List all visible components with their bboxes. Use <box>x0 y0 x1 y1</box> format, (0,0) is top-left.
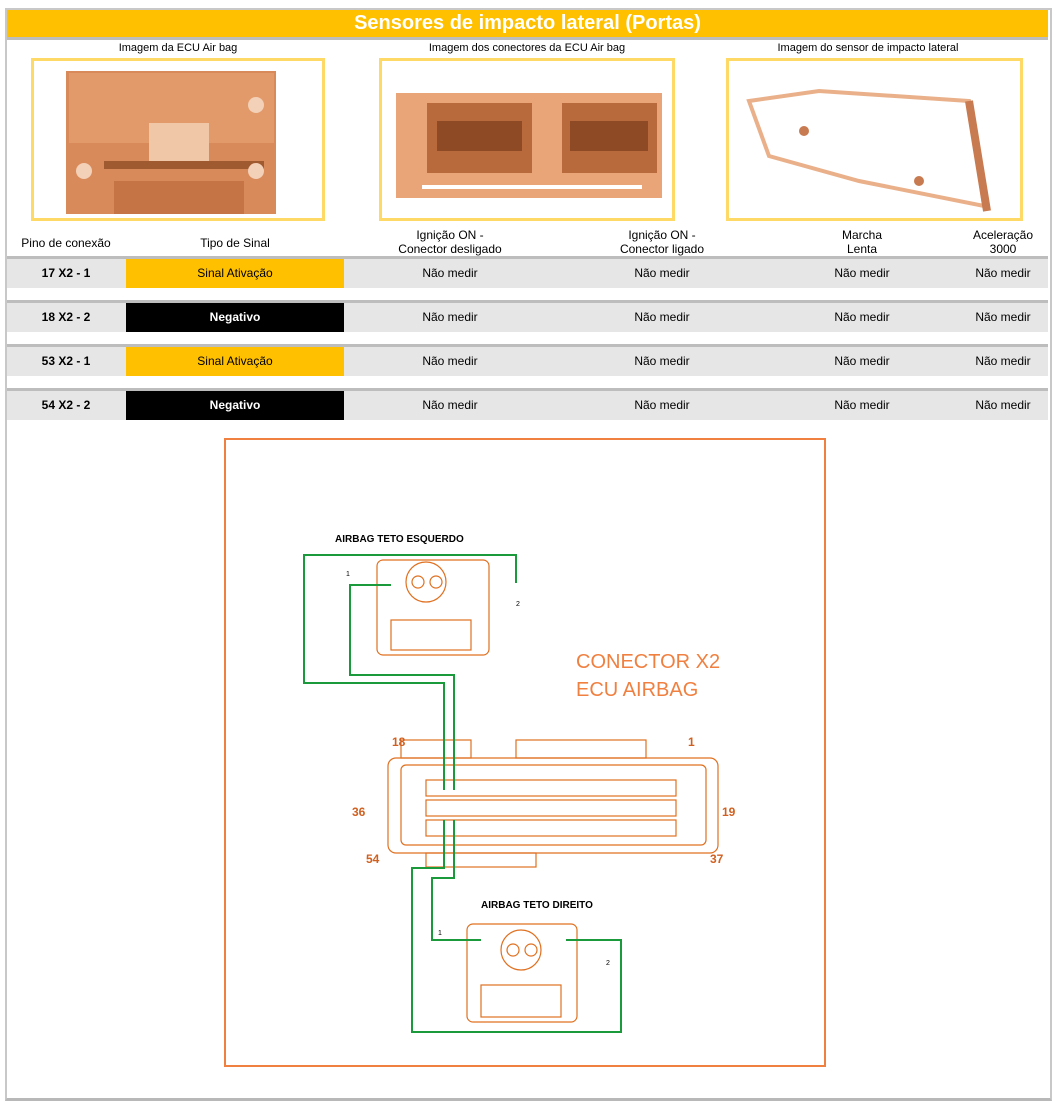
header-signal: Tipo de Sinal <box>200 236 270 250</box>
value-cell: Não medir <box>634 310 690 324</box>
pin-label: 36 <box>352 805 366 819</box>
image-caption-sensor: Imagem do sensor de impacto lateral <box>777 42 959 54</box>
connector-title: CONECTOR X2 <box>576 651 720 673</box>
image-caption-ecu: Imagem da ECU Air bag <box>118 42 238 54</box>
value-cell: Não medir <box>834 398 890 412</box>
value-cell: Não medir <box>834 310 890 324</box>
connectors-image <box>379 58 675 221</box>
left-sensor-label: AIRBAG TETO ESQUERDO <box>335 534 464 545</box>
value-cell: Não medir <box>634 266 690 280</box>
right-sensor-connector <box>466 923 578 1023</box>
header-ign-on: Ignição ON - Conector ligado <box>619 228 705 256</box>
value-cell: Não medir <box>422 310 478 324</box>
value-cell: Não medir <box>422 354 478 368</box>
wiring-diagram: AIRBAG TETO ESQUERDO 1 2 CONECTOR X2 ECU… <box>224 438 826 1067</box>
wires <box>303 554 622 1033</box>
table-row: 54 X2 - 2 Negativo Não medir Não medir N… <box>7 388 1048 420</box>
signal-badge: Negativo <box>126 391 344 420</box>
pin-label: 19 <box>722 805 736 819</box>
pin-label: 18 <box>392 735 406 749</box>
image-caption-connectors: Imagem dos conectores da ECU Air bag <box>428 42 626 54</box>
value-cell: Não medir <box>975 310 1031 324</box>
pin-cell: 54 X2 - 2 <box>41 398 91 412</box>
table-row: 18 X2 - 2 Negativo Não medir Não medir N… <box>7 300 1048 332</box>
signal-badge: Sinal Ativação <box>126 259 344 288</box>
value-cell: Não medir <box>975 398 1031 412</box>
signal-badge: Negativo <box>126 303 344 332</box>
value-cell: Não medir <box>975 354 1031 368</box>
table-row: 53 X2 - 1 Sinal Ativação Não medir Não m… <box>7 344 1048 376</box>
right-sensor-label: AIRBAG TETO DIREITO <box>481 900 593 911</box>
pin-cell: 17 X2 - 1 <box>41 266 91 280</box>
value-cell: Não medir <box>422 266 478 280</box>
value-cell: Não medir <box>834 354 890 368</box>
signal-badge: Sinal Ativação <box>126 347 344 376</box>
pin-label: 37 <box>710 852 724 866</box>
pin-label: 2 <box>606 960 610 967</box>
sensor-image <box>726 58 1023 221</box>
page-frame <box>5 8 1052 1101</box>
value-cell: Não medir <box>422 398 478 412</box>
value-cell: Não medir <box>634 398 690 412</box>
ecu-connector <box>387 739 719 868</box>
header-ign-off: Ignição ON - Conector desligado <box>398 228 502 256</box>
pin-label: 2 <box>516 601 520 608</box>
pin-label: 1 <box>688 735 695 749</box>
page-title: Sensores de impacto lateral (Portas) <box>7 10 1048 40</box>
pin-cell: 18 X2 - 2 <box>41 310 91 324</box>
header-idle: Marcha Lenta <box>841 228 882 256</box>
left-sensor-connector <box>376 559 490 656</box>
pin-label: 1 <box>346 571 350 578</box>
connector-subtitle: ECU AIRBAG <box>576 679 698 701</box>
value-cell: Não medir <box>634 354 690 368</box>
table-row: 17 X2 - 1 Sinal Ativação Não medir Não m… <box>7 256 1048 288</box>
value-cell: Não medir <box>975 266 1031 280</box>
pin-cell: 53 X2 - 1 <box>41 354 91 368</box>
value-cell: Não medir <box>834 266 890 280</box>
ecu-image <box>31 58 325 221</box>
pin-label: 54 <box>366 852 380 866</box>
header-accel: Aceleração 3000 <box>972 228 1034 256</box>
pin-label: 1 <box>438 930 442 937</box>
header-pin: Pino de conexão <box>21 236 111 250</box>
